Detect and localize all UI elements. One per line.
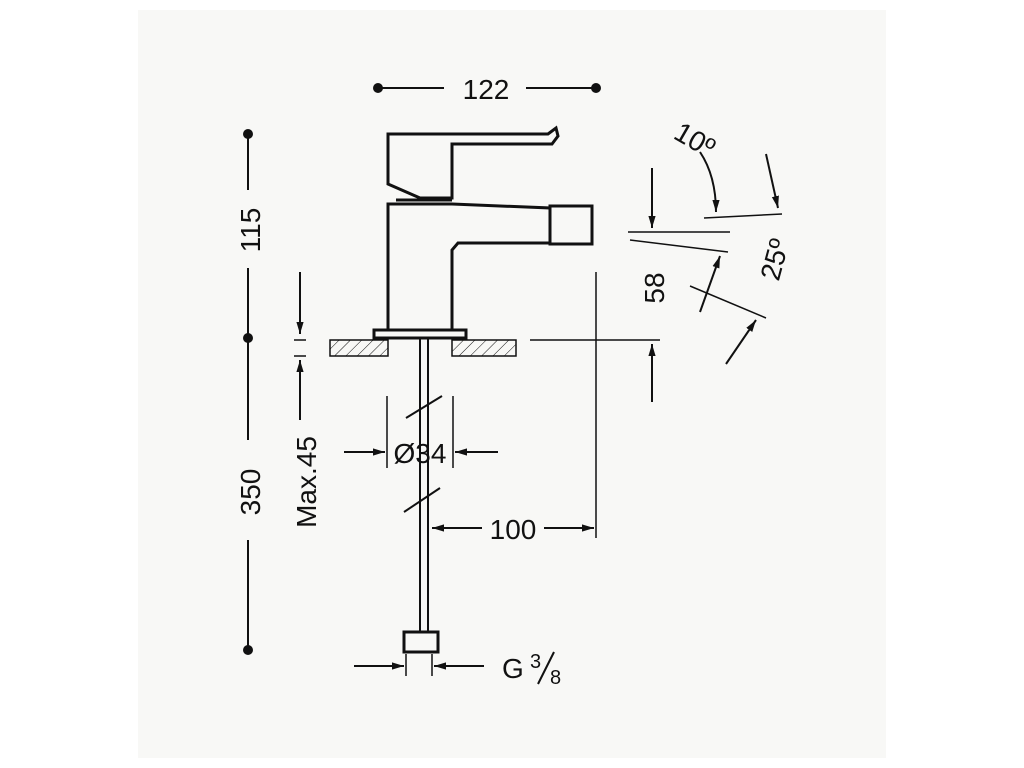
dimension-label-max45: Max.45 [291,436,322,528]
dimension-width-122: 122 [373,74,601,105]
dimension-label-58: 58 [639,272,670,303]
connection-label-g: G [502,653,524,684]
connection-label-denominator: 8 [550,667,561,689]
dimension-reach: 100 [432,272,597,545]
dimension-diameter: Ø34 [344,396,498,469]
dimension-label-diameter: Ø34 [394,438,447,469]
supply-pipe [402,338,443,654]
nozzle [548,204,594,246]
deck-surface [329,339,660,357]
dimension-deck-thickness: Max.45 [291,272,322,528]
dimension-connection: G 3 8 [354,651,561,689]
dimension-spout-height: 58 [628,168,730,402]
dimension-height-chain: 115 350 [235,129,266,655]
dimension-label-122: 122 [463,74,510,105]
dimension-label-100: 100 [490,514,537,545]
dimension-label-115: 115 [235,208,266,253]
lever [386,125,560,200]
dimension-label-350: 350 [235,469,266,516]
connection-label-numerator: 3 [530,651,541,673]
pipe-connector [402,630,440,654]
connection-fraction-bar [537,651,555,685]
